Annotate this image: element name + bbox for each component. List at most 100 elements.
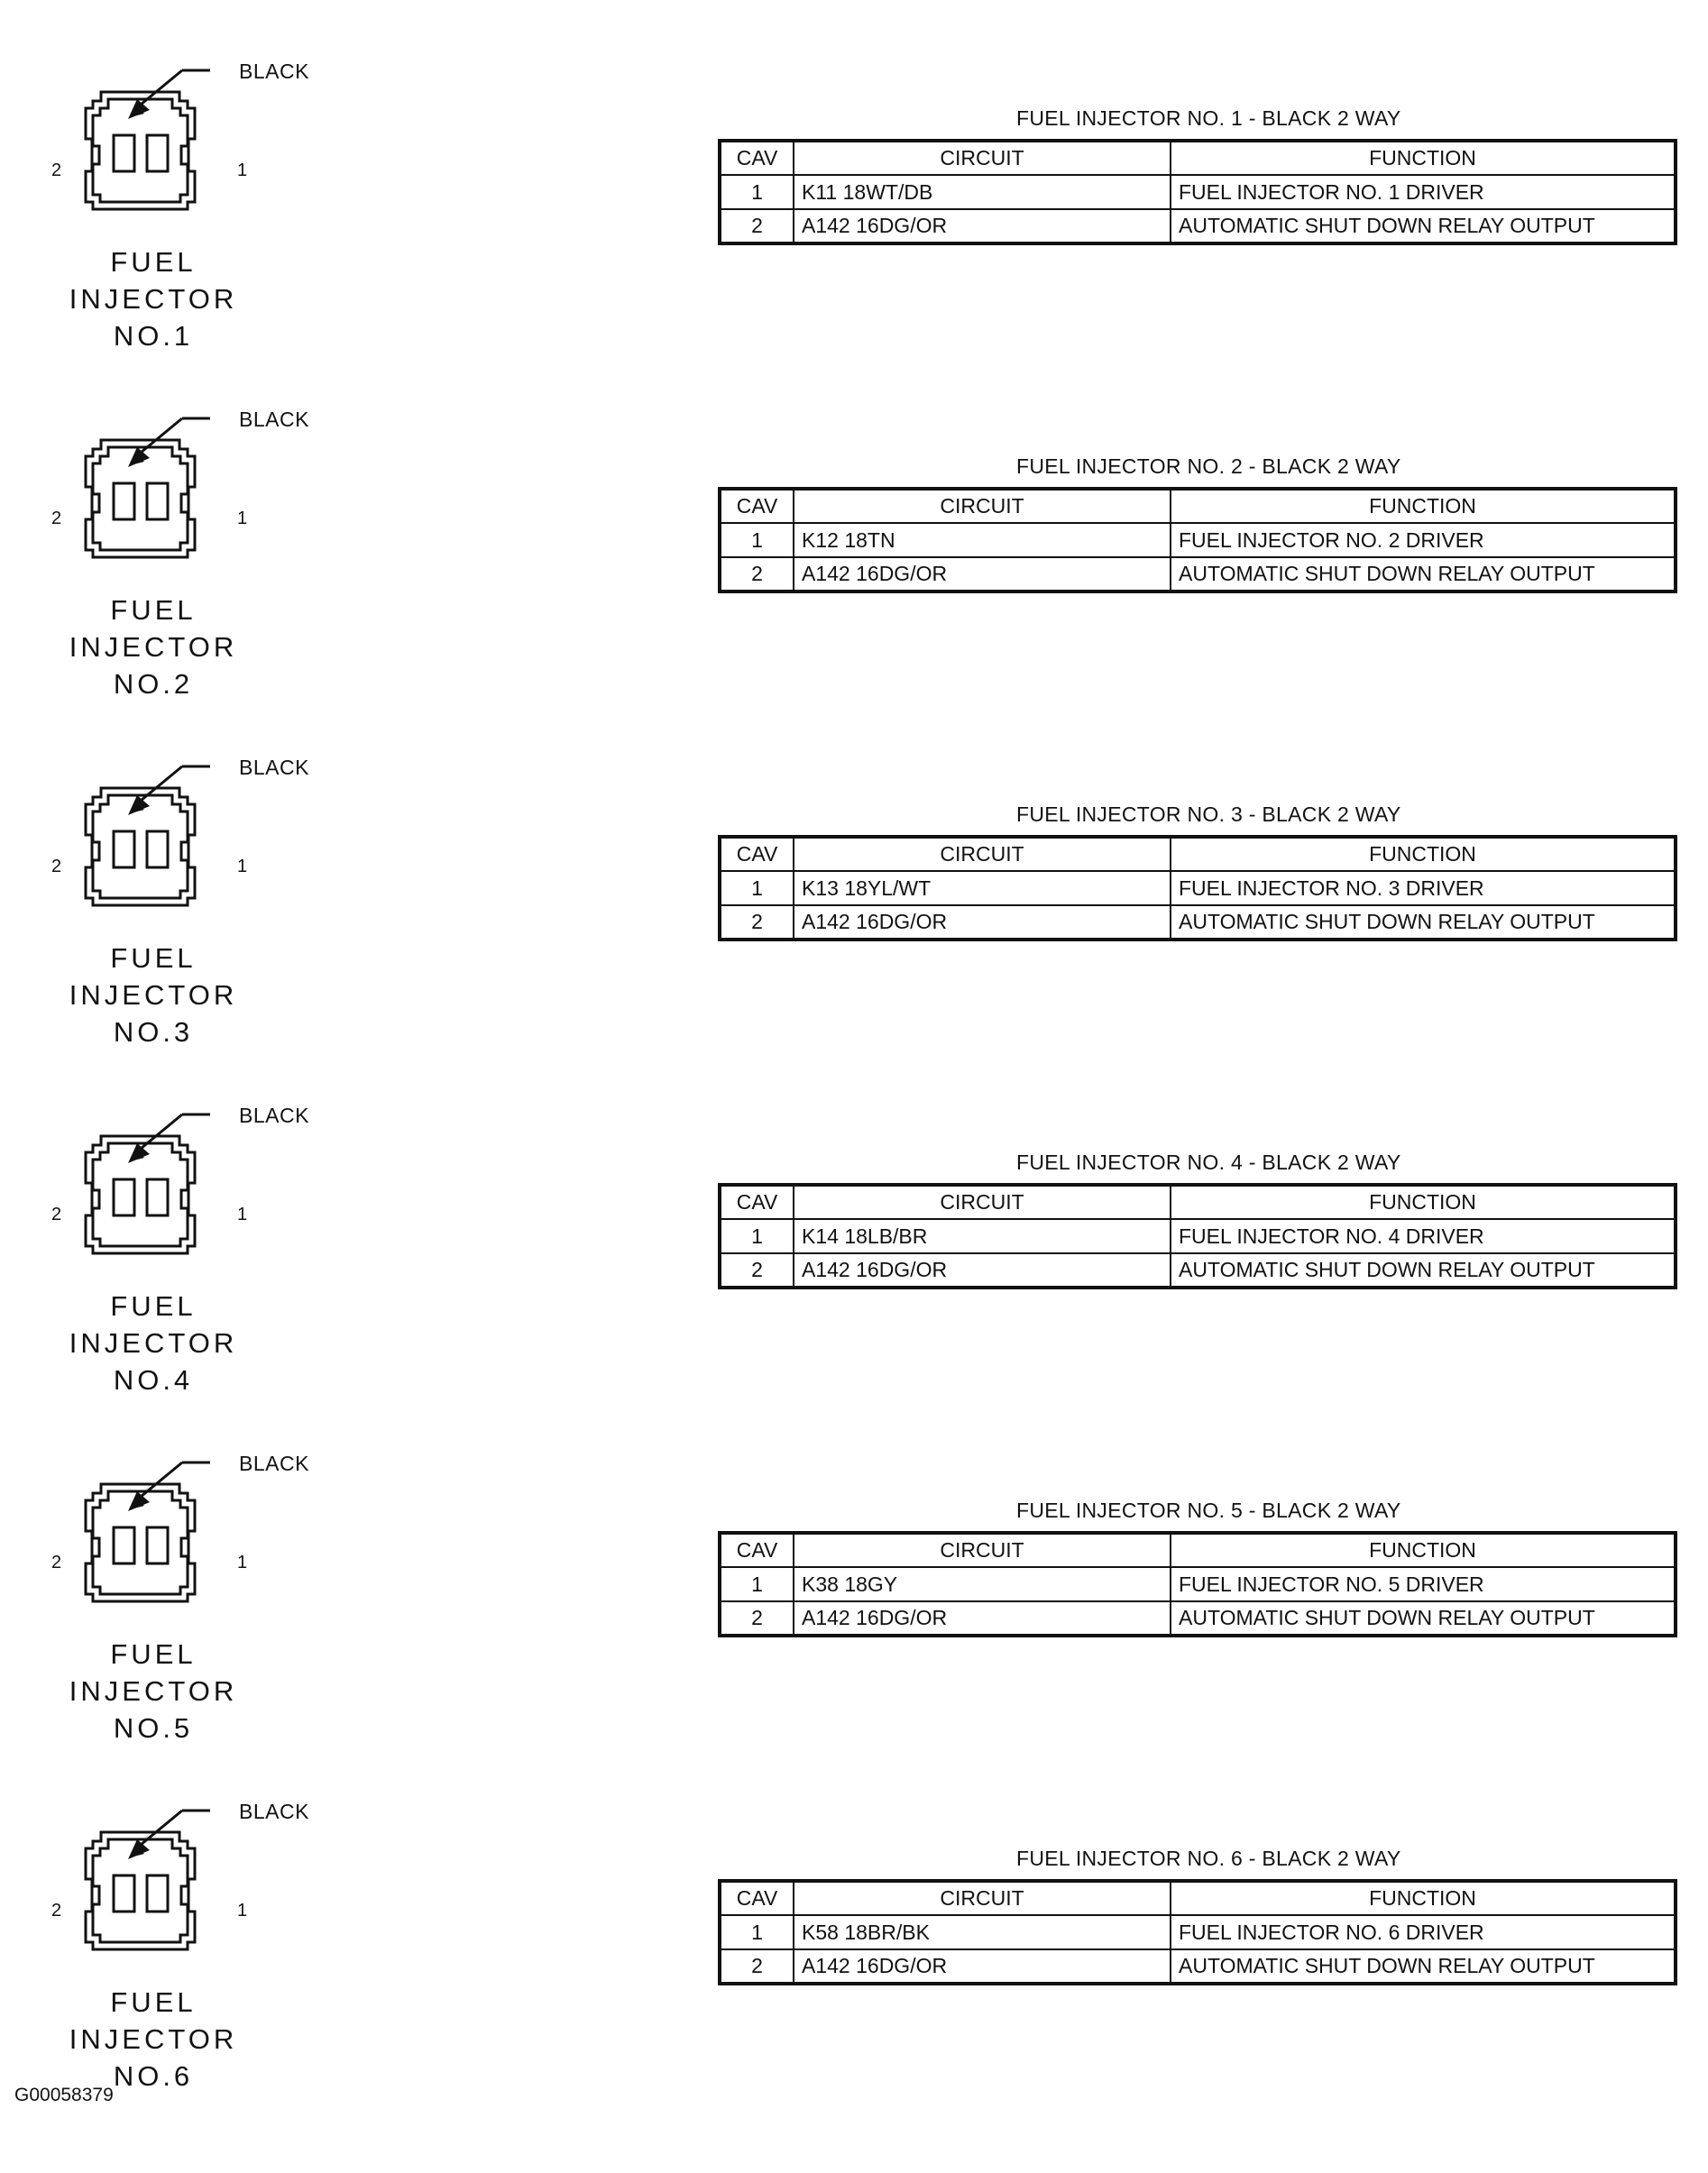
- cell-function: FUEL INJECTOR NO. 5 DRIVER: [1170, 1566, 1676, 1602]
- header-function: FUNCTION: [1170, 1880, 1676, 1916]
- header-circuit: CIRCUIT: [793, 140, 1171, 176]
- cell-circuit: K14 18LB/BR: [793, 1218, 1171, 1254]
- pinout-header-row: CAV CIRCUIT FUNCTION: [719, 1184, 1676, 1220]
- pinout-table-title: FUEL INJECTOR NO. 2 - BLACK 2 WAY: [1016, 454, 1401, 478]
- connector-name-line2: NO.3: [113, 1016, 194, 1048]
- cell-function: AUTOMATIC SHUT DOWN RELAY OUTPUT: [1170, 1948, 1676, 1985]
- cell-circuit: K11 18WT/DB: [793, 174, 1171, 210]
- connector-name-line2: NO.4: [113, 1364, 194, 1396]
- header-function: FUNCTION: [1170, 488, 1676, 524]
- connector-name: FUEL INJECTOR NO.4: [41, 1288, 266, 1398]
- header-function: FUNCTION: [1170, 1184, 1676, 1220]
- pinout-header-row: CAV CIRCUIT FUNCTION: [719, 1880, 1676, 1916]
- header-circuit: CIRCUIT: [793, 1880, 1171, 1916]
- header-circuit: CIRCUIT: [793, 836, 1171, 872]
- cell-circuit: A142 16DG/OR: [793, 1948, 1171, 1985]
- pin-number-right: 1: [237, 1901, 248, 1921]
- pin-number-left: 2: [51, 1901, 62, 1921]
- cell-circuit: K58 18BR/BK: [793, 1914, 1171, 1950]
- pin-number-right: 1: [237, 1205, 248, 1224]
- connector-name-line2: NO.1: [113, 320, 194, 352]
- pin-number-left: 2: [51, 509, 62, 528]
- figure-id: G00058379: [14, 2085, 114, 2105]
- connector-face-icon: [84, 69, 210, 211]
- header-function: FUNCTION: [1170, 1532, 1676, 1568]
- pin-number-left: 2: [51, 160, 62, 180]
- cell-function: FUEL INJECTOR NO. 6 DRIVER: [1170, 1914, 1676, 1950]
- connector-face-icon: [84, 1461, 210, 1603]
- connector-name-line2: NO.2: [113, 668, 194, 700]
- pin-number-right: 1: [237, 160, 248, 180]
- cell-circuit: A142 16DG/OR: [793, 208, 1171, 244]
- connector-name-line2: NO.5: [113, 1712, 194, 1744]
- cell-function: FUEL INJECTOR NO. 4 DRIVER: [1170, 1218, 1676, 1254]
- pinout-header-row: CAV CIRCUIT FUNCTION: [719, 140, 1676, 176]
- connector-face-icon: [84, 1113, 210, 1255]
- connector-name: FUEL INJECTOR NO.6: [41, 1984, 266, 2095]
- cell-function: AUTOMATIC SHUT DOWN RELAY OUTPUT: [1170, 556, 1676, 592]
- cell-cav: 1: [719, 174, 794, 210]
- connector-section-5: BLACK 2 1 FUEL INJECTOR NO.5 FUEL INJECT…: [0, 1392, 1708, 1744]
- cell-circuit: A142 16DG/OR: [793, 904, 1171, 940]
- connector-name-line1: FUEL INJECTOR: [69, 1290, 238, 1359]
- pin-number-left: 2: [51, 1553, 62, 1572]
- pin-number-right: 1: [237, 509, 248, 528]
- cell-function: AUTOMATIC SHUT DOWN RELAY OUTPUT: [1170, 208, 1676, 244]
- header-cav: CAV: [719, 1184, 794, 1220]
- header-cav: CAV: [719, 1532, 794, 1568]
- cell-circuit: K38 18GY: [793, 1566, 1171, 1602]
- pinout-header-row: CAV CIRCUIT FUNCTION: [719, 836, 1676, 872]
- connector-section-1: BLACK 2 1 FUEL INJECTOR NO.1 FUEL INJECT…: [0, 0, 1708, 352]
- pinout-header-row: CAV CIRCUIT FUNCTION: [719, 1532, 1676, 1568]
- header-circuit: CIRCUIT: [793, 488, 1171, 524]
- cell-function: FUEL INJECTOR NO. 2 DRIVER: [1170, 522, 1676, 558]
- connector-face-icon: [84, 417, 210, 559]
- cell-circuit: A142 16DG/OR: [793, 556, 1171, 592]
- header-function: FUNCTION: [1170, 140, 1676, 176]
- pinout-table-title: FUEL INJECTOR NO. 5 - BLACK 2 WAY: [1016, 1499, 1401, 1522]
- header-cav: CAV: [719, 140, 794, 176]
- connector-name: FUEL INJECTOR NO.1: [41, 243, 266, 354]
- connector-diagram: BLACK 2 1: [27, 45, 316, 225]
- connector-color-label: BLACK: [239, 1800, 309, 1823]
- connector-face-icon: [84, 1809, 210, 1951]
- connector-name-line1: FUEL INJECTOR: [69, 594, 238, 663]
- connector-color-label: BLACK: [239, 1104, 309, 1127]
- connector-name-line1: FUEL INJECTOR: [69, 246, 238, 315]
- connector-color-label: BLACK: [239, 1452, 309, 1475]
- cell-cav: 1: [719, 1218, 794, 1254]
- header-cav: CAV: [719, 488, 794, 524]
- connector-diagram: BLACK 2 1: [27, 741, 316, 921]
- cell-cav: 2: [719, 904, 794, 940]
- pinout-table-title: FUEL INJECTOR NO. 4 - BLACK 2 WAY: [1016, 1151, 1401, 1174]
- header-circuit: CIRCUIT: [793, 1184, 1171, 1220]
- cell-cav: 2: [719, 1600, 794, 1637]
- connector-diagram: BLACK 2 1: [27, 1785, 316, 1966]
- cell-function: AUTOMATIC SHUT DOWN RELAY OUTPUT: [1170, 904, 1676, 940]
- connector-name-line1: FUEL INJECTOR: [69, 942, 238, 1011]
- connector-name: FUEL INJECTOR NO.3: [41, 940, 266, 1050]
- pinout-header-row: CAV CIRCUIT FUNCTION: [719, 488, 1676, 524]
- connector-color-label: BLACK: [239, 60, 309, 83]
- cell-function: FUEL INJECTOR NO. 3 DRIVER: [1170, 870, 1676, 906]
- connector-name-line1: FUEL INJECTOR: [69, 1638, 238, 1707]
- connector-diagram: BLACK 2 1: [27, 1437, 316, 1618]
- connector-name: FUEL INJECTOR NO.5: [41, 1636, 266, 1747]
